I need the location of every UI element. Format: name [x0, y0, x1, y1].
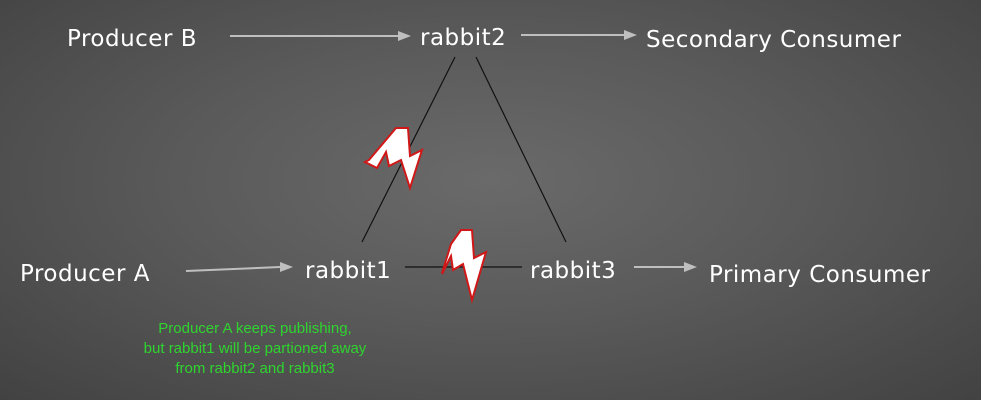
lightning-bolt-icon	[441, 229, 488, 304]
rabbit1-label: rabbit1	[305, 258, 391, 284]
primary-consumer-label: Primary Consumer	[709, 262, 931, 288]
partition-note-line: but rabbit1 will be partioned away	[143, 340, 367, 357]
partition-note-line: from rabbit2 and rabbit3	[175, 360, 335, 377]
arrow-rabbit3-to-primary-consumer	[634, 262, 697, 272]
partition-note: Producer A keeps publishing, but rabbit1…	[100, 319, 410, 379]
lightning-bolt-icon	[362, 127, 424, 192]
partition-note-line: Producer A keeps publishing,	[158, 320, 352, 337]
arrow-producer-a-to-rabbit1	[185, 262, 293, 272]
secondary-consumer-label: Secondary Consumer	[646, 27, 901, 53]
edge-rabbit2-rabbit3	[475, 56, 567, 243]
arrow-producer-b-to-rabbit2	[230, 31, 411, 41]
producer-a-label: Producer A	[20, 261, 150, 287]
producer-b-label: Producer B	[67, 26, 197, 52]
arrow-rabbit2-to-secondary-consumer	[521, 30, 637, 40]
rabbit2-label: rabbit2	[420, 25, 506, 51]
rabbit3-label: rabbit3	[530, 258, 616, 284]
